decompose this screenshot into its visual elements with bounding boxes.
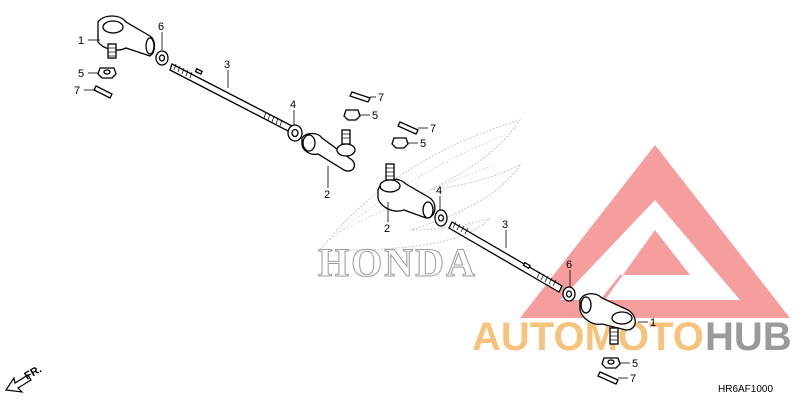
callout-part-2: 2: [324, 189, 330, 201]
front-direction-indicator: FR.: [4, 363, 44, 393]
callout-part-3: 3: [502, 219, 508, 231]
callout-part-6: 6: [158, 21, 164, 33]
callout-part-5: 5: [420, 138, 426, 150]
callout-part-7: 7: [378, 92, 384, 104]
callout-part-7: 7: [430, 123, 436, 135]
cotter-pin-7-upper-left: [93, 85, 113, 99]
automotohub-logo-triangle: [520, 145, 790, 318]
jam-nut-6-left: [155, 50, 169, 66]
castle-nut-5-center-left: [343, 109, 361, 121]
callout-part-7: 7: [630, 373, 636, 385]
front-arrow-icon: [4, 374, 32, 393]
tie-rod-end-inner-right: [377, 163, 436, 219]
nut-4-left: [287, 124, 303, 142]
tie-rod-end-outer-right: [579, 293, 636, 345]
tie-rod-end-inner-left: [301, 129, 356, 172]
callout-part-1: 1: [78, 35, 84, 47]
castle-nut-5-upper-left: [97, 67, 117, 79]
nut-4-right: [434, 209, 448, 227]
callout-part-1: 1: [650, 317, 656, 329]
callout-part-7: 7: [74, 85, 80, 97]
cotter-pin-7-center-left: [349, 91, 371, 103]
callout-part-5: 5: [632, 358, 638, 370]
cotter-pin-7-center-right: [397, 121, 419, 135]
tie-rod-left: [169, 63, 293, 133]
callout-part-5: 5: [372, 110, 378, 122]
castle-nut-5-center-right: [391, 137, 409, 149]
callout-labels: 1 6 5 7 3 4 2 7 5 7 5 2 4 3 6 1 5 7: [74, 21, 656, 385]
tie-rod-right: [448, 221, 563, 293]
cotter-pin-7-lower-right: [597, 371, 619, 385]
castle-nut-5-lower-right: [601, 357, 621, 369]
hub-watermark-text: HUB: [705, 315, 792, 359]
automoto-watermark-text: AUTOMOTO: [472, 315, 704, 359]
front-direction-label: FR.: [23, 363, 44, 382]
callout-part-2: 2: [384, 223, 390, 235]
diagram-code: HR6AF1000: [718, 384, 773, 395]
honda-wordmark-watermark: HONDA: [318, 240, 477, 285]
callout-part-4: 4: [436, 185, 442, 197]
callout-part-4: 4: [290, 99, 296, 111]
leader-lines: [84, 32, 648, 379]
callout-part-3: 3: [224, 59, 230, 71]
tie-rod-end-outer-left: [97, 15, 156, 59]
callout-part-6: 6: [566, 259, 572, 271]
jam-nut-6-right: [562, 286, 576, 302]
callout-part-5: 5: [78, 68, 84, 80]
